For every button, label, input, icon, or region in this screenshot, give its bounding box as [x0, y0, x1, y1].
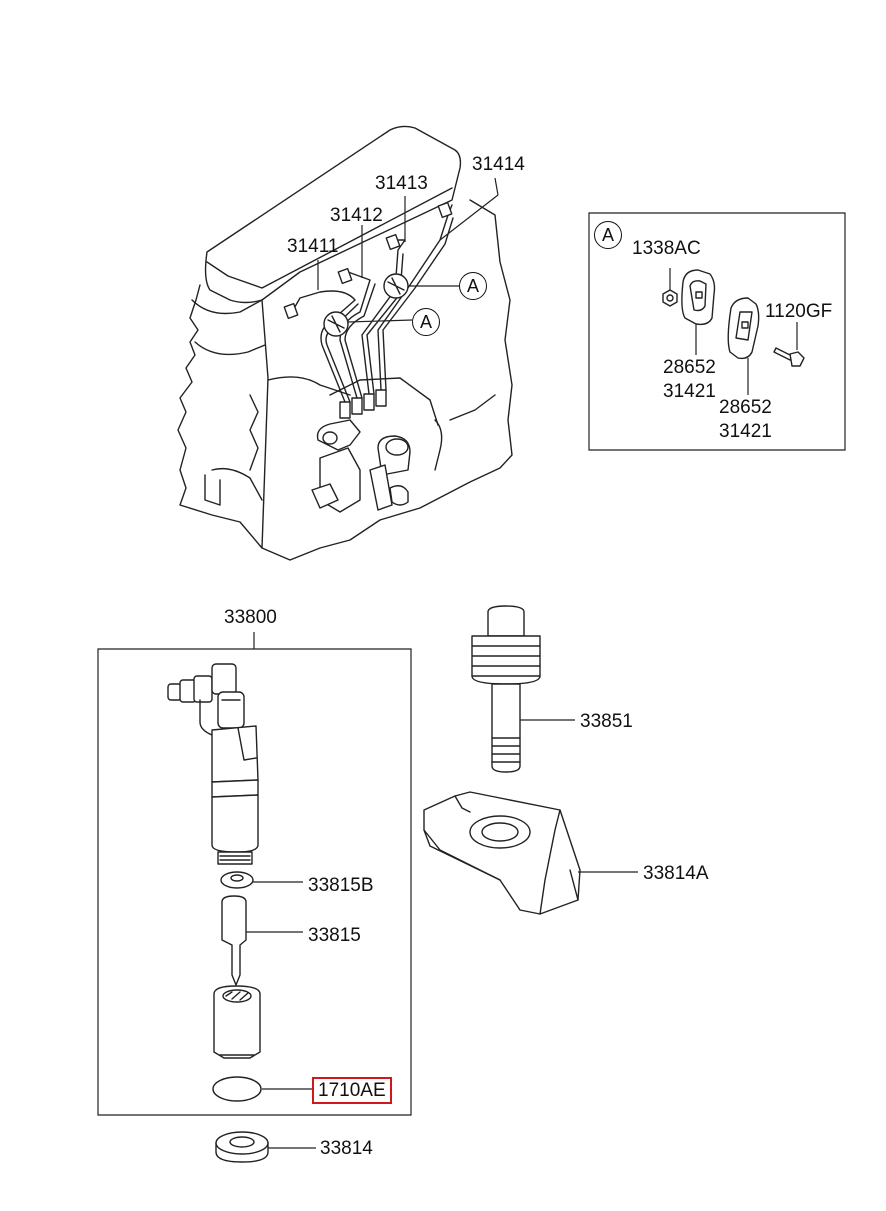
part-label-33851[interactable]: 33851 [580, 711, 633, 732]
callout-a-upper[interactable]: A [459, 272, 487, 300]
detail-a-frame [589, 213, 845, 450]
part-label-31421-b[interactable]: 31421 [719, 421, 772, 442]
part-label-28652-b[interactable]: 28652 [719, 397, 772, 418]
part-label-1120GF[interactable]: 1120GF [765, 301, 833, 322]
engine-leaders [318, 178, 498, 322]
clamp-bolt [472, 606, 575, 772]
detail-a-parts [663, 268, 804, 395]
callout-a-detail: A [594, 221, 622, 249]
part-label-33815B[interactable]: 33815B [308, 875, 374, 896]
seat-washer [216, 1132, 316, 1162]
part-label-31411[interactable]: 31411 [287, 236, 339, 257]
part-label-33815[interactable]: 33815 [308, 925, 361, 946]
callout-a-lower[interactable]: A [412, 308, 440, 336]
part-label-28652-a[interactable]: 28652 [663, 357, 716, 378]
part-label-31413[interactable]: 31413 [375, 173, 428, 194]
part-label-31412[interactable]: 31412 [330, 205, 383, 226]
injector-clamp [424, 792, 638, 914]
part-label-1338AC[interactable]: 1338AC [632, 238, 701, 259]
part-label-31414[interactable]: 31414 [472, 154, 525, 175]
injector-assembly [168, 664, 312, 1101]
part-label-33814A[interactable]: 33814A [643, 863, 709, 884]
part-label-1710AE-highlighted[interactable]: 1710AE [312, 1077, 392, 1104]
engine-block [178, 126, 512, 560]
part-label-31421-a[interactable]: 31421 [663, 381, 716, 402]
part-label-33814[interactable]: 33814 [320, 1138, 373, 1159]
part-label-33800[interactable]: 33800 [224, 607, 277, 628]
